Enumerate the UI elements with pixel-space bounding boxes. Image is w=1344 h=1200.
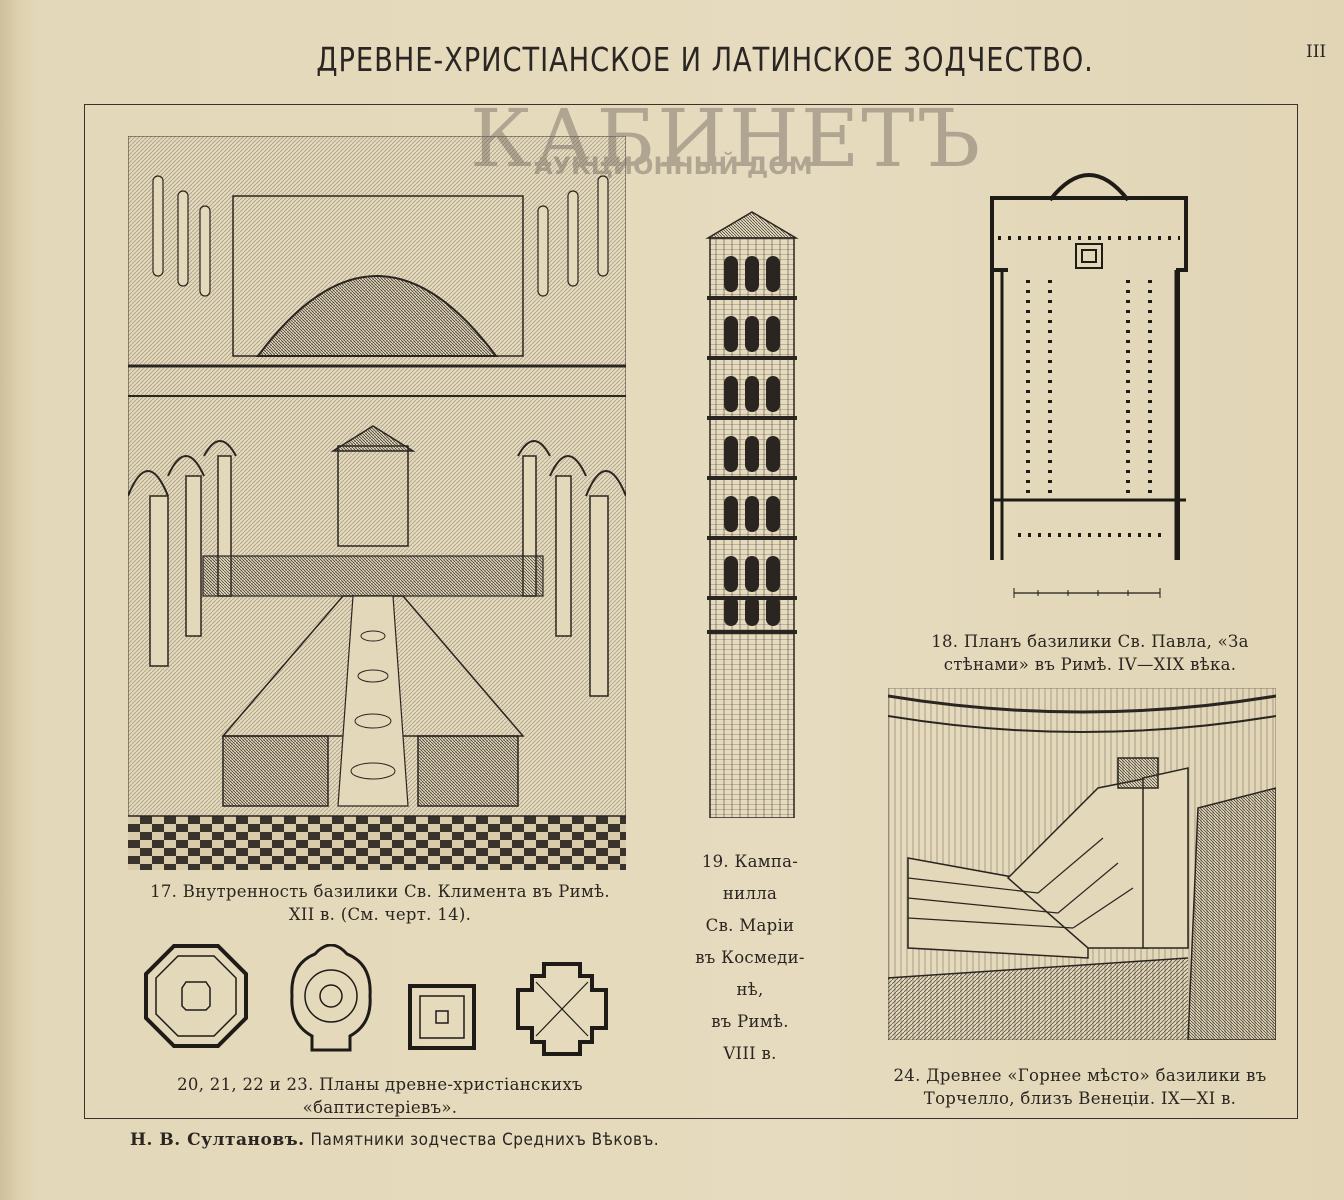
figure-23-baptistery-plan xyxy=(516,962,608,1056)
figure-19-campanile xyxy=(705,211,799,818)
caption-figure-17: 17. Внутренность базилики Св. Климента в… xyxy=(150,882,610,924)
caption-figure-18: 18. Планъ базилики Св. Павла, «За стѣнам… xyxy=(931,632,1249,674)
caption-figure-24: 24. Древнее «Горнее мѣсто» базилики въ Т… xyxy=(893,1066,1267,1108)
figure-24-torcello-apse xyxy=(888,688,1276,1040)
figure-20-baptistery-plan xyxy=(144,944,248,1048)
author-name: Н. В. Султановъ. xyxy=(130,1130,305,1150)
book-title: Памятники зодчества Среднихъ Вѣковъ. xyxy=(310,1130,660,1150)
caption-figures-20-23: 20, 21, 22 и 23. Планы древне-христіанск… xyxy=(177,1075,583,1117)
figure-17-basilica-interior xyxy=(128,136,626,870)
plate-frame xyxy=(84,104,1298,1119)
caption-figure-19: 19. Кампа- нилла Св. Маріи въ Космеди- н… xyxy=(695,852,805,1063)
figure-22-baptistery-plan xyxy=(408,984,476,1050)
figure-21-baptistery-plan xyxy=(290,944,372,1052)
figure-18-basilica-plan xyxy=(990,173,1188,598)
page-title: ДРЕВНЕ-ХРИСТІАНСКОЕ И ЛАТИНСКОЕ ЗОДЧЕСТВ… xyxy=(316,40,1094,79)
book-credit: Н. В. Султановъ. Памятники зодчества Сре… xyxy=(130,1130,659,1150)
page-number: III xyxy=(1306,42,1327,62)
